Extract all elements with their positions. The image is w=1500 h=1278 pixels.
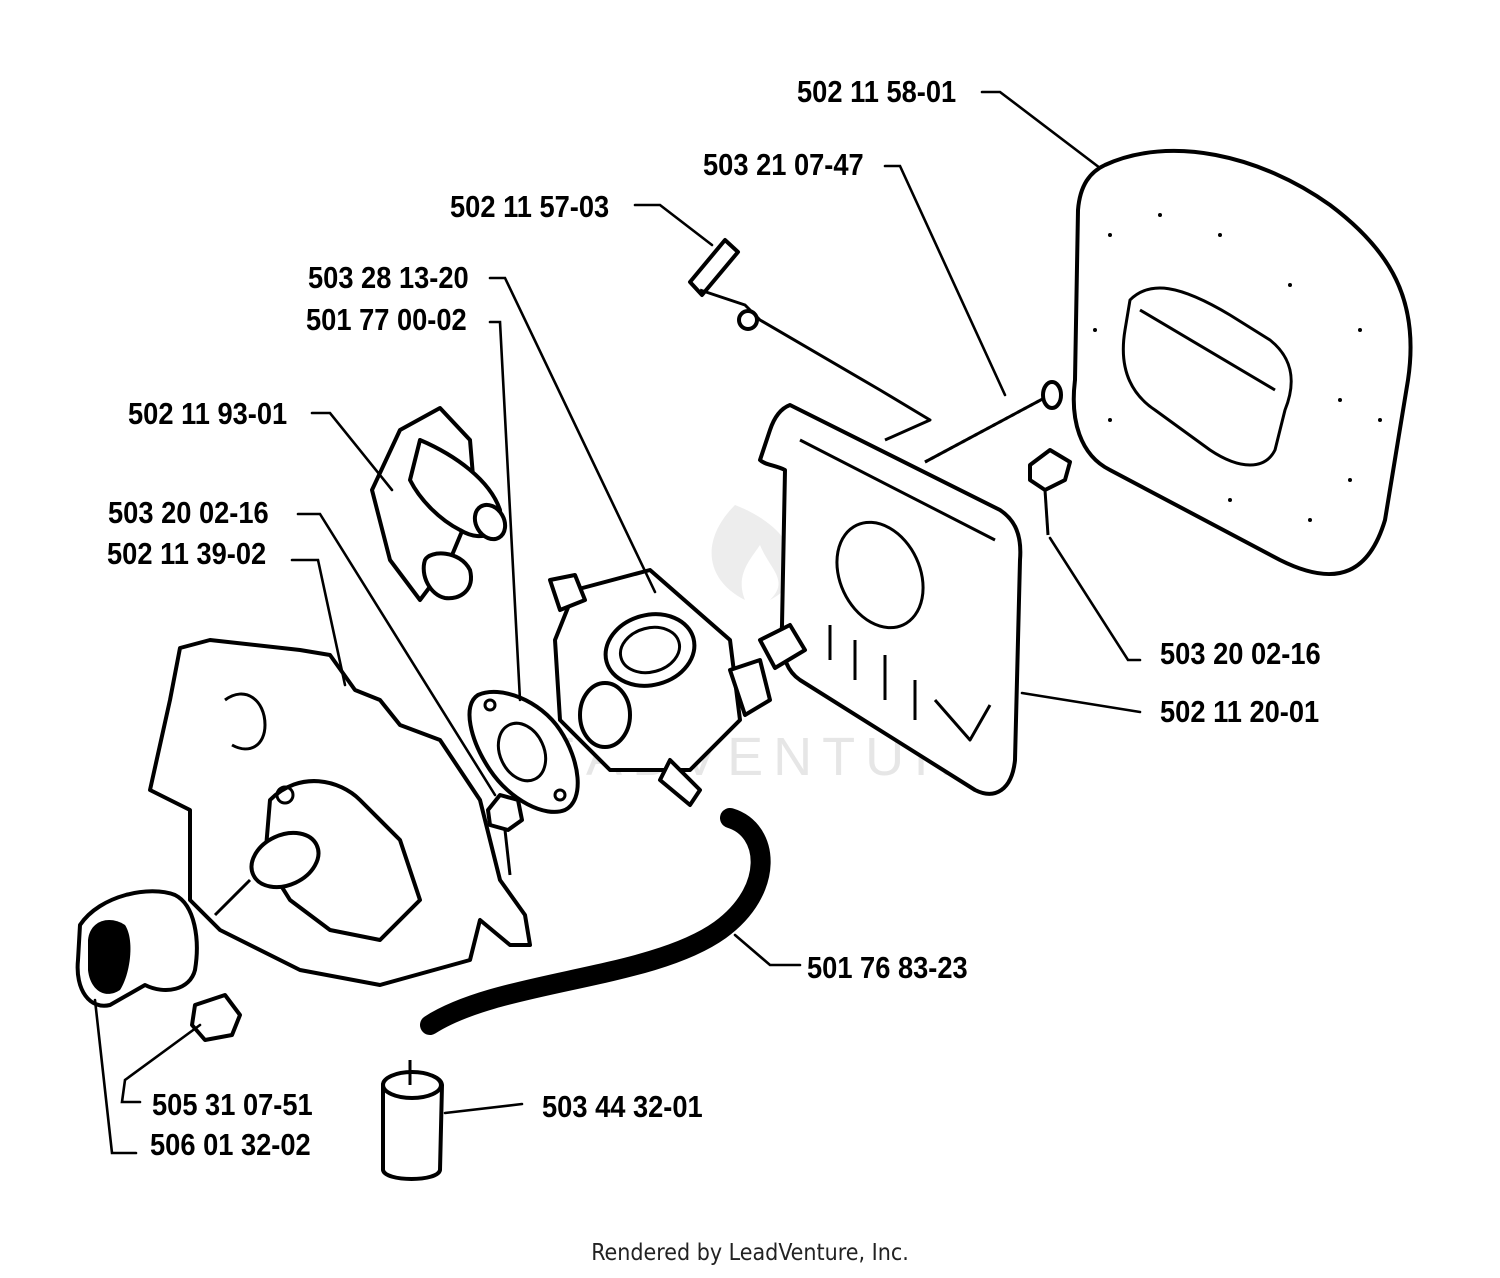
leader-line-l10 xyxy=(1020,691,1142,714)
part-label-l06: 502 11 93-01 xyxy=(128,397,287,431)
part-label-l01: 502 11 58-01 xyxy=(797,75,956,109)
cylinder-cover xyxy=(75,889,199,1008)
leader-line-l14 xyxy=(443,1102,524,1115)
filter-base xyxy=(758,403,1023,796)
bolt-left xyxy=(486,793,524,876)
plug xyxy=(190,993,242,1042)
base-screw-right xyxy=(1028,448,1072,536)
choke-rod xyxy=(688,238,932,442)
leader-line-l06 xyxy=(310,411,394,492)
fuel-hose xyxy=(420,808,771,1035)
part-label-l11: 501 76 83-23 xyxy=(807,951,968,985)
leader-line-l12 xyxy=(120,1023,202,1104)
leader-line-l11 xyxy=(733,933,802,967)
leader-line-l13 xyxy=(93,998,138,1155)
part-label-l03: 502 11 57-03 xyxy=(450,190,609,224)
footer-credit: Rendered by LeadVenture, Inc. xyxy=(591,1240,909,1266)
part-label-l05: 501 77 00-02 xyxy=(306,303,467,337)
leader-line-l02 xyxy=(883,164,1007,397)
air-filter xyxy=(1071,148,1413,577)
part-label-l07: 503 20 02-16 xyxy=(108,496,269,530)
part-label-l09: 503 20 02-16 xyxy=(1160,637,1321,671)
carburetor xyxy=(548,568,772,807)
leader-lines xyxy=(93,90,1142,1155)
part-label-l10: 502 11 20-01 xyxy=(1160,695,1319,729)
leader-line-l01 xyxy=(980,90,1102,170)
part-label-l12: 505 31 07-51 xyxy=(152,1088,313,1122)
part-label-l08: 502 11 39-02 xyxy=(107,537,266,571)
leader-line-l04 xyxy=(488,276,657,594)
intake-elbow xyxy=(370,406,508,602)
leader-line-l08 xyxy=(290,558,347,687)
part-label-l14: 503 44 32-01 xyxy=(542,1090,703,1124)
carb-housing xyxy=(148,638,532,987)
leader-line-l09 xyxy=(1048,536,1142,662)
part-labels: 502 11 58-01 503 21 07-47 502 11 57-03 5… xyxy=(107,75,1321,1162)
filter-screw xyxy=(924,380,1063,464)
part-label-l04: 503 28 13-20 xyxy=(308,261,469,295)
part-label-l02: 503 21 07-47 xyxy=(703,148,864,182)
leader-line-l07 xyxy=(296,512,497,797)
leader-line-l05 xyxy=(488,320,522,702)
carb-gasket xyxy=(467,689,580,814)
part-label-l13: 506 01 32-02 xyxy=(150,1128,311,1162)
fuel-filter xyxy=(381,1060,444,1181)
leader-line-l03 xyxy=(633,203,714,247)
